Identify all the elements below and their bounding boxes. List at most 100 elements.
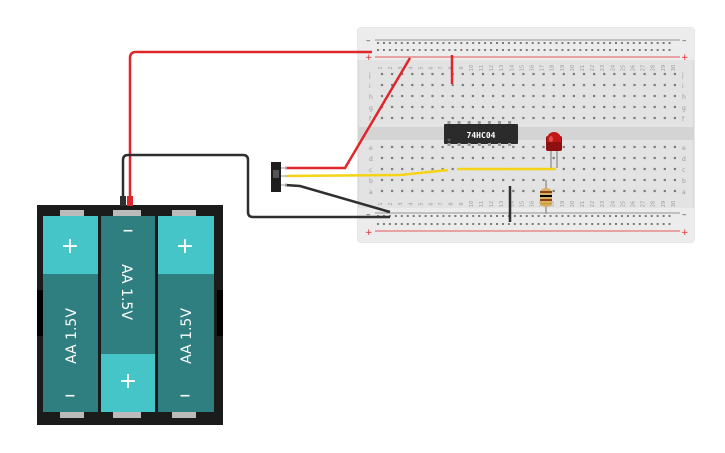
rail-hole[interactable]	[382, 223, 385, 225]
breadboard-hole[interactable]	[431, 72, 434, 76]
rail-hole[interactable]	[549, 42, 552, 44]
rail-hole[interactable]	[472, 42, 475, 44]
rail-hole[interactable]	[567, 42, 570, 44]
wires[interactable]	[121, 50, 556, 222]
rail-hole[interactable]	[525, 223, 528, 225]
breadboard-hole[interactable]	[572, 72, 575, 76]
breadboard-hole[interactable]	[603, 167, 606, 171]
rail-hole[interactable]	[466, 223, 469, 225]
breadboard-hole[interactable]	[522, 94, 525, 98]
breadboard-hole[interactable]	[663, 167, 666, 171]
rail-hole[interactable]	[597, 42, 600, 44]
breadboard-hole[interactable]	[391, 156, 394, 160]
breadboard-hole[interactable]	[593, 145, 596, 149]
breadboard-hole[interactable]	[502, 116, 505, 120]
rail-hole[interactable]	[388, 49, 391, 51]
breadboard-hole[interactable]	[481, 116, 485, 120]
breadboard-hole[interactable]	[673, 178, 676, 182]
rail-hole[interactable]	[448, 215, 451, 217]
breadboard-hole[interactable]	[451, 145, 454, 149]
breadboard-hole[interactable]	[633, 83, 636, 87]
breadboard-hole[interactable]	[643, 72, 646, 76]
breadboard-hole[interactable]	[562, 72, 565, 76]
breadboard-hole[interactable]	[431, 94, 434, 98]
breadboard-hole[interactable]	[542, 105, 545, 109]
breadboard-hole[interactable]	[603, 116, 606, 120]
breadboard-hole[interactable]	[643, 189, 646, 193]
rail-hole[interactable]	[585, 215, 588, 217]
breadboard-hole[interactable]	[552, 105, 555, 109]
rail-hole[interactable]	[436, 223, 439, 225]
rail-hole[interactable]	[496, 215, 498, 217]
rail-hole[interactable]	[377, 49, 379, 51]
rail-hole[interactable]	[412, 49, 415, 51]
rail-hole[interactable]	[579, 215, 582, 217]
rail-hole[interactable]	[632, 42, 635, 44]
breadboard-hole[interactable]	[603, 156, 606, 160]
rail-hole[interactable]	[454, 223, 457, 225]
breadboard-hole[interactable]	[532, 156, 535, 160]
rail-hole[interactable]	[549, 215, 552, 217]
breadboard-hole[interactable]	[562, 94, 565, 98]
breadboard-hole[interactable]	[512, 189, 515, 193]
rail-hole[interactable]	[388, 223, 391, 225]
rail-hole[interactable]	[460, 223, 463, 225]
breadboard-hole[interactable]	[562, 156, 565, 160]
breadboard-hole[interactable]	[572, 189, 575, 193]
rail-hole[interactable]	[597, 215, 600, 217]
rail-hole[interactable]	[472, 223, 475, 225]
breadboard-hole[interactable]	[653, 105, 656, 109]
breadboard-hole[interactable]	[380, 72, 384, 76]
breadboard-hole[interactable]	[562, 189, 565, 193]
breadboard-hole[interactable]	[512, 105, 515, 109]
breadboard-hole[interactable]	[552, 83, 555, 87]
rail-hole[interactable]	[400, 223, 403, 225]
rail-hole[interactable]	[531, 223, 534, 225]
breadboard-hole[interactable]	[401, 189, 404, 193]
breadboard-hole[interactable]	[401, 156, 404, 160]
breadboard-hole[interactable]	[502, 145, 505, 149]
rail-hole[interactable]	[406, 42, 409, 44]
rail-hole[interactable]	[585, 223, 588, 225]
rail-hole[interactable]	[632, 49, 635, 51]
breadboard-hole[interactable]	[481, 83, 485, 87]
breadboard-hole[interactable]	[502, 72, 505, 76]
rail-hole[interactable]	[543, 215, 546, 217]
breadboard-hole[interactable]	[512, 116, 515, 120]
rail-hole[interactable]	[424, 49, 427, 51]
breadboard-hole[interactable]	[502, 94, 505, 98]
rail-hole[interactable]	[597, 223, 600, 225]
rail-hole[interactable]	[609, 49, 612, 51]
rail-hole[interactable]	[603, 49, 606, 51]
rail-hole[interactable]	[412, 223, 415, 225]
rail-hole[interactable]	[501, 42, 504, 44]
breadboard-hole[interactable]	[653, 72, 656, 76]
rail-hole[interactable]	[496, 49, 498, 51]
rail-hole[interactable]	[394, 42, 397, 44]
breadboard-hole[interactable]	[471, 178, 474, 182]
rail-hole[interactable]	[615, 49, 617, 51]
breadboard-hole[interactable]	[502, 105, 505, 109]
rail-hole[interactable]	[519, 49, 522, 51]
breadboard-hole[interactable]	[552, 189, 555, 193]
breadboard-hole[interactable]	[623, 105, 626, 109]
breadboard-hole[interactable]	[673, 116, 676, 120]
breadboard-hole[interactable]	[481, 145, 485, 149]
inverter-chip[interactable]: 74HC04	[444, 121, 518, 146]
rail-hole[interactable]	[454, 42, 457, 44]
breadboard-hole[interactable]	[603, 145, 606, 149]
rail-hole[interactable]	[537, 49, 540, 51]
breadboard-hole[interactable]	[471, 83, 474, 87]
breadboard-hole[interactable]	[673, 167, 676, 171]
breadboard-hole[interactable]	[653, 156, 656, 160]
breadboard-hole[interactable]	[502, 178, 505, 182]
breadboard-hole[interactable]	[562, 167, 565, 171]
breadboard-hole[interactable]	[603, 178, 606, 182]
rail-hole[interactable]	[400, 42, 403, 44]
black-wire-battery-to-rail[interactable]	[121, 153, 390, 219]
breadboard-hole[interactable]	[653, 145, 656, 149]
breadboard-hole[interactable]	[582, 167, 586, 171]
rail-hole[interactable]	[430, 42, 433, 44]
rail-hole[interactable]	[591, 223, 594, 225]
breadboard-hole[interactable]	[572, 116, 575, 120]
